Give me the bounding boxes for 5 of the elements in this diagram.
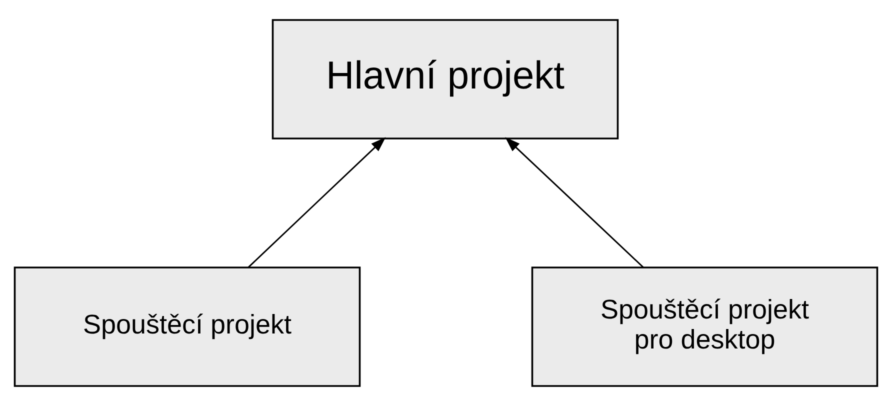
node-box: Spouštěcí projekt pro desktop bbox=[531, 266, 878, 386]
arrow bbox=[505, 136, 644, 268]
node-box: Spouštěcí projekt bbox=[14, 266, 361, 386]
node-box: Hlavní projekt bbox=[272, 18, 619, 139]
arrow bbox=[248, 136, 386, 268]
